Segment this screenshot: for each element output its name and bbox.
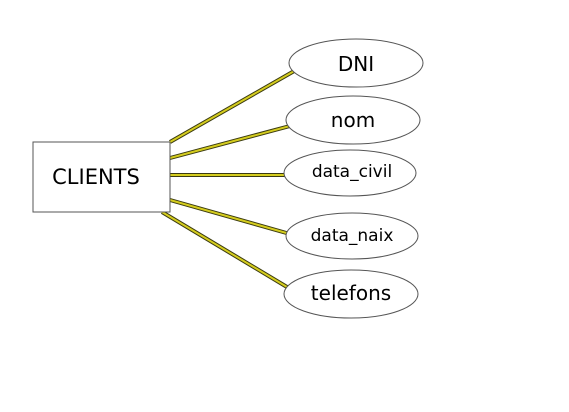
attribute-nom[interactable]: nom [285, 95, 421, 145]
connector-data-naix [169, 198, 291, 236]
attribute-ellipse[interactable] [288, 38, 424, 88]
connector-telefons [160, 210, 294, 292]
attribute-ellipse[interactable] [285, 212, 419, 260]
attribute-ellipse[interactable] [283, 269, 419, 319]
attribute-telefons[interactable]: telefons [283, 269, 419, 319]
connector-nom [169, 124, 291, 160]
entity-label: CLIENTS [52, 165, 140, 189]
attribute-label: data_naix [311, 226, 394, 246]
connector-dni [169, 68, 297, 144]
entity-clients[interactable]: CLIENTS [32, 141, 171, 213]
attribute-data-civil[interactable]: data_civil [283, 149, 417, 197]
attribute-label: DNI [338, 52, 374, 76]
attribute-label: data_civil [312, 162, 392, 182]
attribute-data-naix[interactable]: data_naix [285, 212, 419, 260]
attribute-ellipse[interactable] [283, 149, 417, 197]
entity-box[interactable] [32, 141, 171, 213]
attribute-ellipse[interactable] [285, 95, 421, 145]
attribute-dni[interactable]: DNI [288, 38, 424, 88]
attribute-label: telefons [311, 281, 391, 305]
attribute-label: nom [331, 108, 375, 132]
connectors [160, 68, 297, 292]
